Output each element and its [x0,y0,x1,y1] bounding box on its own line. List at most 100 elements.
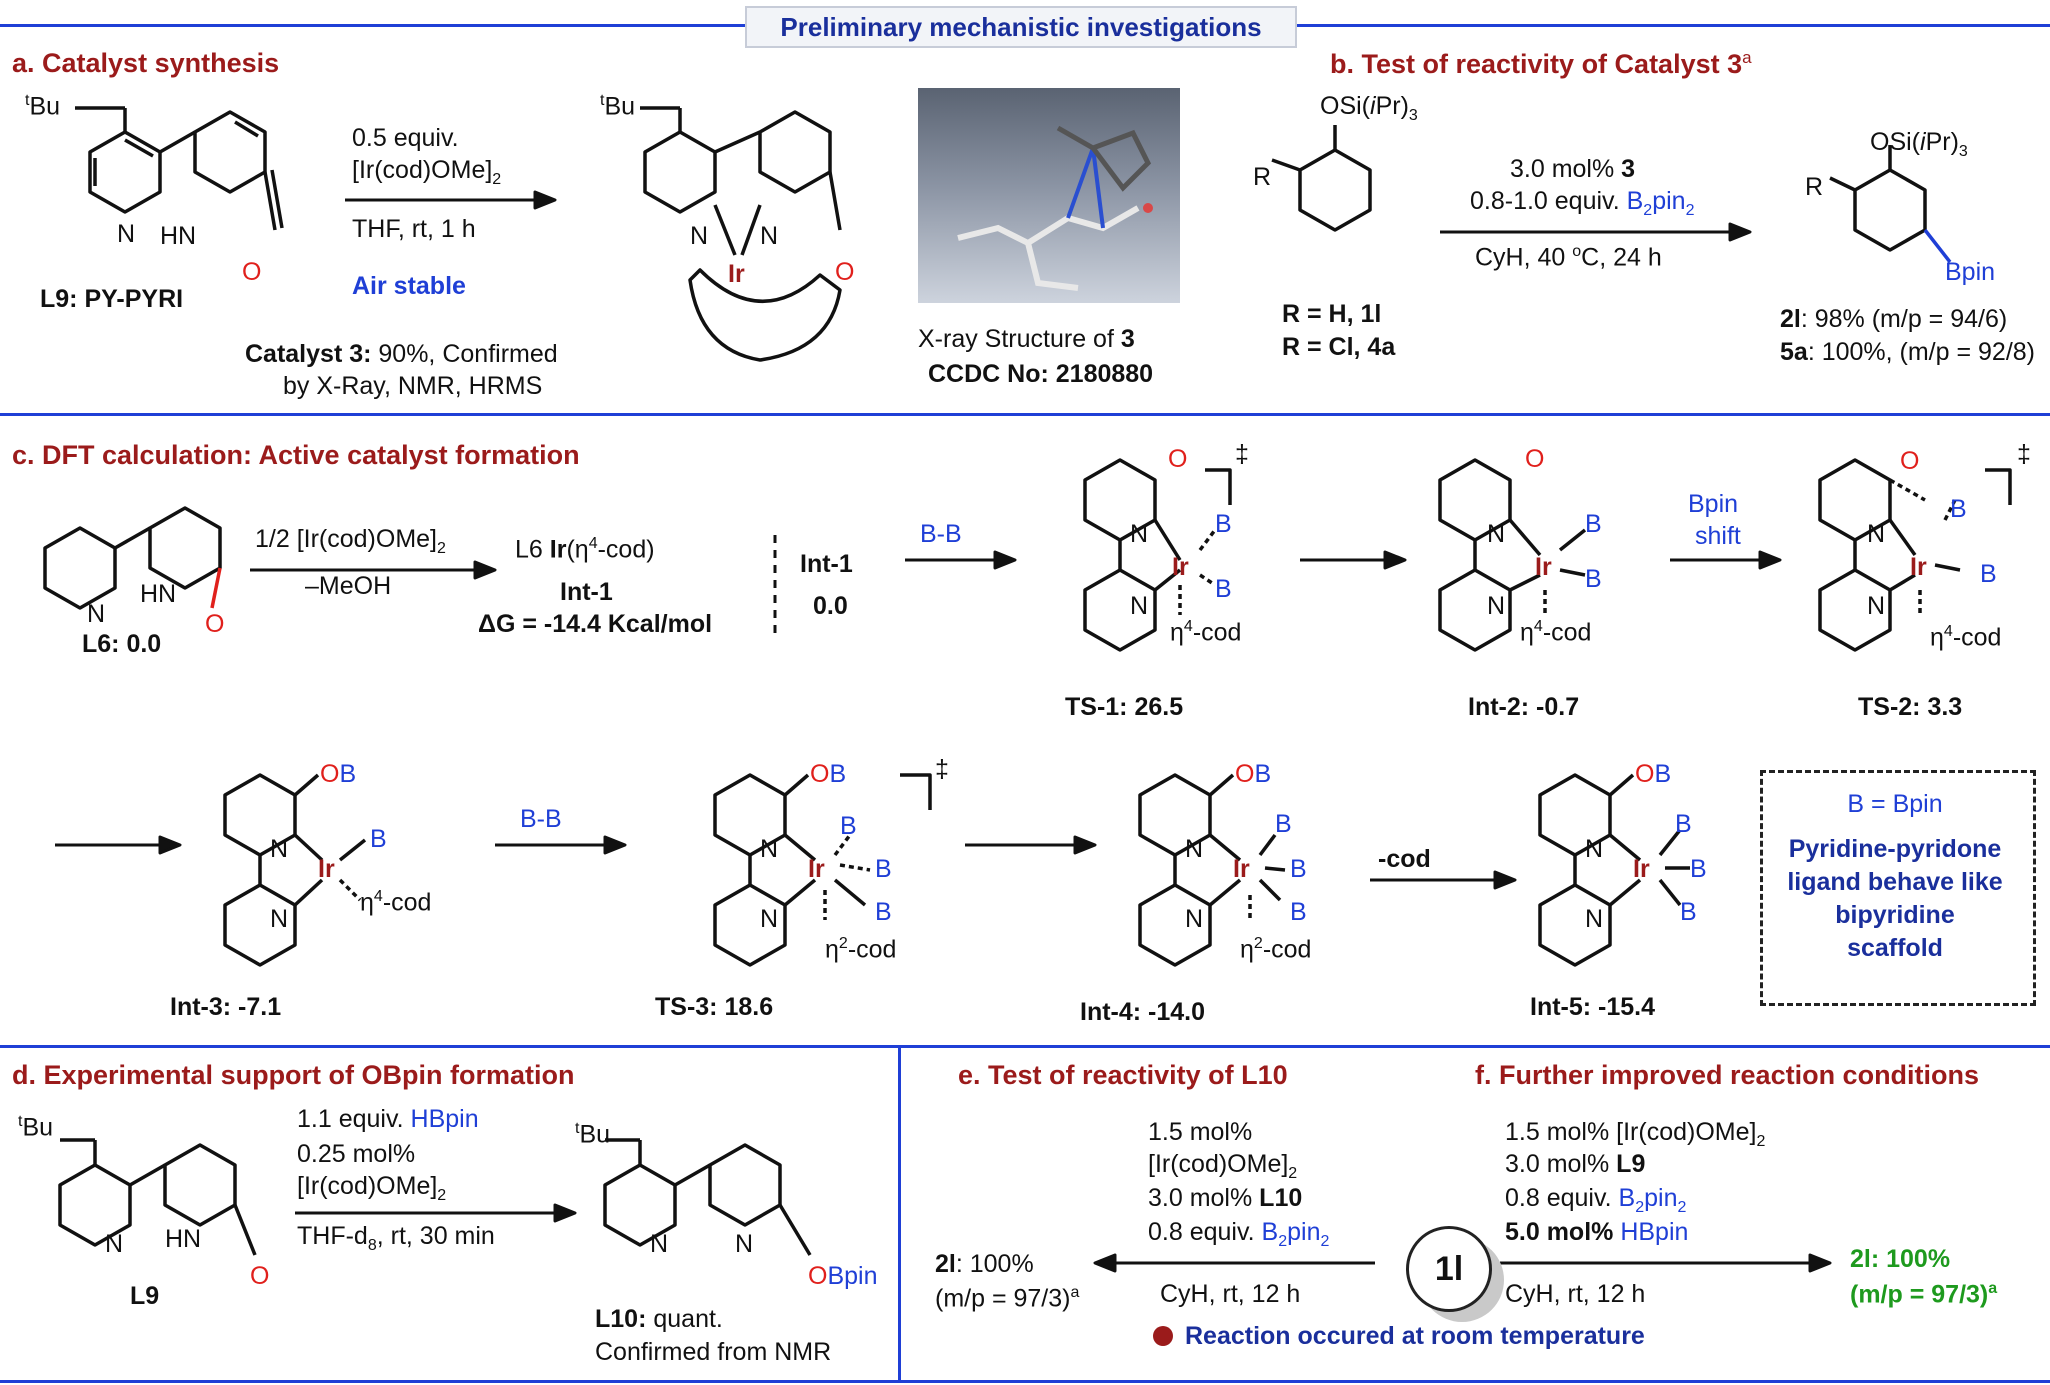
int2-n2: N [1487,592,1506,620]
ts3-n2: N [760,905,779,933]
d-l10-tbu: tBu [575,1120,611,1149]
note-line-3: bipyridine [1835,901,1955,929]
ts3-b1: B [840,812,857,840]
int2-n1: N [1487,520,1506,548]
ts1-b1: B [1215,510,1232,538]
int3-structure [223,773,367,967]
divider-d-ef [898,1045,901,1383]
int5-b3: B [1680,898,1697,926]
substrate-structure [1271,125,1372,232]
int4-cod: η2-cod [1240,935,1312,964]
xray-structure-image [918,88,1180,303]
int3-energy: Int-3: -7.1 [170,993,282,1021]
ts1-b2: B [1215,575,1232,603]
int4-structure [1138,773,1286,967]
int1-box-energy: 0.0 [813,592,848,620]
int4-n1: N [1185,835,1204,863]
ts2-structure [1818,458,2012,652]
catalyst3-caption-1: Catalyst 3: 90%, Confirmed [245,340,558,368]
bpin-note-box [1760,770,2036,1006]
b-substrate-r: R [1253,163,1272,191]
int5-ir: Ir [1633,855,1650,883]
b-product-structure [1829,145,1952,264]
int5-n2: N [1585,905,1604,933]
d-l10-obpin: OBpin [808,1262,878,1290]
f-arrow [1500,1253,1832,1273]
e-product-2: (m/p = 97/3)a [935,1284,1080,1313]
b-substrate-4a: R = Cl, 4a [1282,333,1396,361]
ts1-cod: η4-cod [1170,618,1242,647]
ts1-energy: TS-1: 26.5 [1065,693,1184,721]
e-condition-3: 3.0 mol% L10 [1148,1184,1303,1212]
int2-b2: B [1585,565,1602,593]
catalyst3-n2: N [760,222,779,250]
l6-n-atom: N [87,600,106,628]
l6-hn-atom: HN [140,580,177,608]
int2-b1: B [1585,510,1602,538]
d-l9-n: N [105,1230,124,1258]
b-product-osi: OSi(iPr)3 [1870,128,1968,160]
int1-name: Int-1 [560,578,613,606]
bpin-shift-label-2: shift [1695,522,1741,550]
int3-ob: OB [320,760,357,788]
c-arrow-3 [1300,550,1407,570]
ts1-structure [1083,458,1232,652]
d-l10-caption-1: L10: quant. [595,1305,723,1333]
c-arrow-4 [1670,550,1782,570]
bpin-shift-label-1: Bpin [1688,490,1739,518]
a-condition-3: THF, rt, 1 h [352,215,476,243]
l6-o-atom: O [205,610,225,638]
d-l9-structure [58,1138,257,1256]
int4-ir: Ir [1233,855,1250,883]
f-condition-1: 1.5 mol% [Ir(cod)OMe]2 [1505,1118,1766,1150]
b-product-5a: 5a: 100%, (m/p = 92/8) [1780,338,2036,366]
int2-cod: η4-cod [1520,618,1592,647]
d-arrow [295,1203,577,1223]
note-line-2: ligand behave like [1787,868,2003,896]
f-condition-5: CyH, rt, 12 h [1505,1280,1646,1308]
int4-ob: OB [1235,760,1272,788]
int4-n2: N [1185,905,1204,933]
catalyst3-structure [640,106,842,362]
f-condition-4: 5.0 mol% HBpin [1505,1218,1689,1246]
divider-ab-c [0,413,2050,416]
c-arrow-7 [965,835,1097,855]
catalyst3-caption-2: by X-Ray, NMR, HRMS [283,372,543,400]
int1-dg: ΔG = -14.4 Kcal/mol [478,610,713,638]
int3-n2: N [270,905,289,933]
int5-b2: B [1690,855,1707,883]
l9-hn-atom: HN [160,222,197,250]
l9-n-atom: N [117,220,136,248]
ts1-o: O [1168,445,1188,473]
b-condition-3: CyH, 40 oC, 24 h [1475,243,1662,272]
int1-box-name: Int-1 [800,550,853,578]
bullet-dot [1153,1326,1173,1346]
e-condition-2: [Ir(cod)OMe]2 [1148,1150,1298,1182]
catalyst3-tbu: tBu [600,92,636,121]
int4-b3: B [1290,898,1307,926]
divider-c-def [0,1045,2050,1048]
ts3-n1: N [760,835,779,863]
ts3-energy: TS-3: 18.6 [655,993,774,1021]
minus-cod-label: -cod [1378,845,1431,873]
ts1-ir: Ir [1172,553,1189,581]
section-e-title: e. Test of reactivity of L10 [958,1060,1288,1090]
c-condition-1: 1/2 [Ir(cod)OMe]2 [255,525,446,557]
d-l10-caption-2: Confirmed from NMR [595,1338,832,1366]
substrate-1l-circle: 1l [1406,1226,1492,1312]
ts3-ob: OB [810,760,847,788]
int4-b1: B [1275,810,1292,838]
xray-molecule-sketch [957,125,1153,291]
catalyst3-o-atom: O [835,258,855,286]
section-d-title: d. Experimental support of OBpin formati… [12,1060,575,1090]
l9-tbu: tBu [25,92,61,121]
f-product-2: (m/p = 97/3)a [1850,1280,1998,1309]
int2-ir: Ir [1535,553,1552,581]
ts2-o: O [1900,447,1920,475]
c-arrow-2 [905,550,1017,570]
int1-formula: L6 Ir(η4-cod) [515,535,655,564]
d-condition-2: 0.25 mol% [297,1140,416,1168]
e-condition-4: 0.8 equiv. B2pin2 [1148,1218,1330,1250]
xray-caption-1: X-ray Structure of 3 [918,325,1135,353]
